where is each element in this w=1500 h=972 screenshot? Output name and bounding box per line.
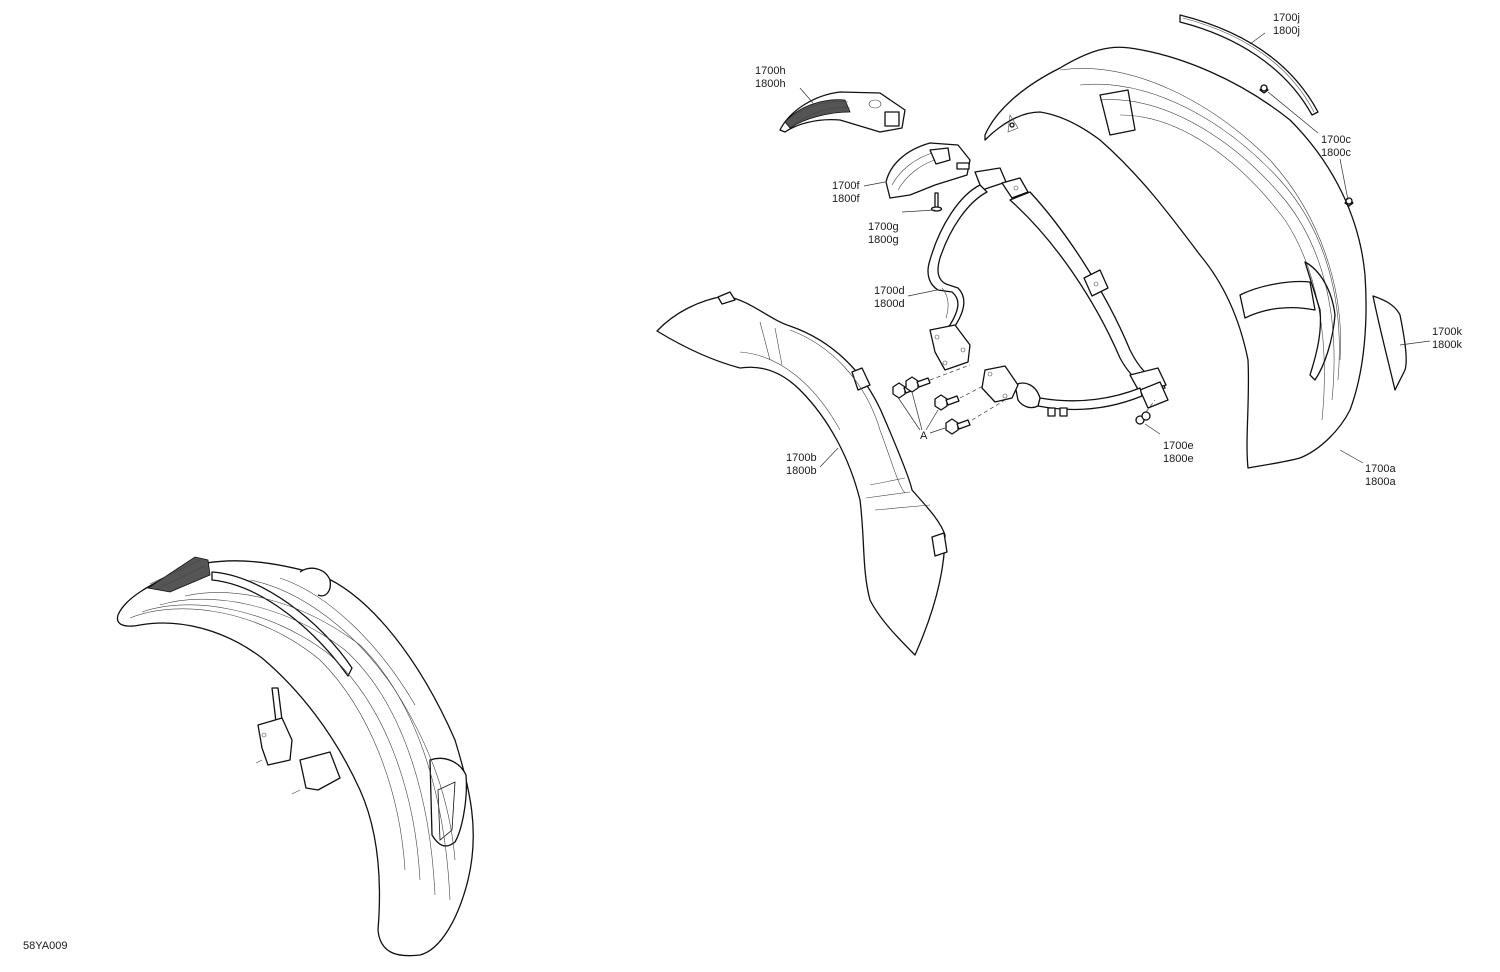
part-main-fender xyxy=(984,46,1367,469)
callout-line-1: 1700k xyxy=(1432,326,1462,338)
callout-1700h: 1700h 1800h xyxy=(755,65,786,91)
callout-1700c: 1700c 1800c xyxy=(1321,134,1351,160)
callout-line-1: 1700c xyxy=(1321,134,1351,146)
callout-line-1: 1700h xyxy=(755,65,786,77)
leader-lines xyxy=(799,32,1431,468)
callout-1700e: 1700e 1800e xyxy=(1163,440,1194,466)
figure-id: 58YA009 xyxy=(23,940,68,952)
assembled-fender-view xyxy=(116,556,474,957)
callout-1700d: 1700d 1800d xyxy=(874,285,905,311)
callout-line-2: 1800j xyxy=(1273,25,1300,37)
callout-line-2: 1800f xyxy=(832,193,860,205)
bolt-3 xyxy=(934,394,960,411)
callout-line-1: 1700j xyxy=(1273,12,1300,24)
callout-line-2: 1800e xyxy=(1163,453,1194,465)
callout-line-2: 1800c xyxy=(1321,147,1351,159)
part-trim-strip xyxy=(1179,14,1319,116)
callout-line-2: 1800h xyxy=(755,78,786,90)
callout-1700f: 1700f 1800f xyxy=(832,180,860,206)
bolt-2 xyxy=(905,376,931,393)
callout-line-2: 1800k xyxy=(1432,339,1462,351)
part-reflector xyxy=(1372,295,1407,391)
callout-1700k: 1700k 1800k xyxy=(1432,326,1462,352)
bolt-4 xyxy=(945,418,971,435)
callout-line-1: 1700a xyxy=(1365,463,1396,475)
callout-line-2: 1800g xyxy=(868,234,899,246)
callout-1700j: 1700j 1800j xyxy=(1273,12,1300,38)
part-inner-fender-liner xyxy=(656,291,948,656)
callout-line-2: 1800d xyxy=(874,298,905,310)
part-light-bracket xyxy=(885,142,971,199)
part-push-pin xyxy=(930,192,943,212)
callout-1700g: 1700g 1800g xyxy=(868,221,899,247)
callout-line-2: 1800a xyxy=(1365,476,1396,488)
part-nut-clip xyxy=(1135,399,1156,425)
part-support-bracket xyxy=(927,167,1169,417)
bolts-a xyxy=(892,364,1006,435)
part-tail-light-housing xyxy=(779,91,906,133)
callout-1700b: 1700b 1800b xyxy=(786,452,817,478)
callout-line-1: 1700d xyxy=(874,285,905,297)
callout-1700a: 1700a 1800a xyxy=(1365,463,1396,489)
callout-line-1: 1700b xyxy=(786,452,817,464)
callout-line-2: 1800b xyxy=(786,465,817,477)
callout-line-1: 1700e xyxy=(1163,440,1194,452)
callout-line-1: 1700f xyxy=(832,180,860,192)
callout-line-1: 1700g xyxy=(868,221,899,233)
reference-mark-a: A xyxy=(920,430,928,442)
